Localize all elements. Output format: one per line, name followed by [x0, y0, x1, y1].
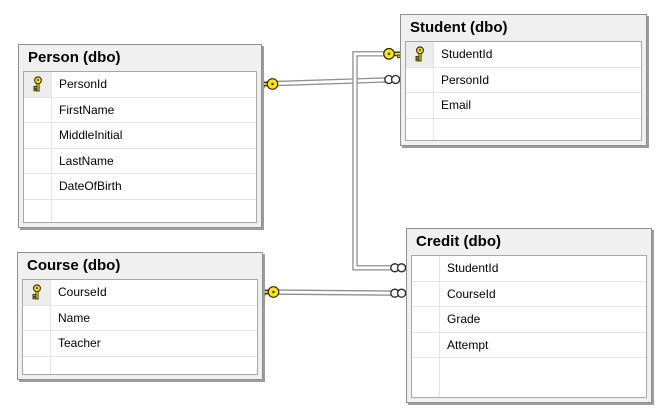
row-selector-cell: [412, 256, 439, 281]
table-row[interactable]: PersonId: [406, 68, 641, 93]
icon-column-divider: [439, 256, 440, 397]
table-title[interactable]: Person (dbo): [28, 49, 121, 66]
pk-cell: [24, 72, 51, 97]
row-selector-cell: [23, 331, 50, 356]
table-row[interactable]: Grade: [412, 307, 646, 333]
key-icon: [255, 78, 279, 90]
pk-cell: [23, 280, 50, 305]
column-name: PersonId: [59, 77, 108, 92]
column-name: StudentId: [447, 261, 499, 276]
table-title[interactable]: Course (dbo): [27, 257, 121, 274]
table-grid: StudentId PersonId Email: [405, 41, 642, 141]
relationship-person-student[interactable]: [261, 76, 401, 87]
infinity-icon: [390, 288, 407, 298]
column-name: FirstName: [59, 102, 115, 117]
row-selector-cell: [23, 306, 50, 331]
table-row[interactable]: Teacher: [23, 331, 257, 357]
column-name: CourseId: [58, 285, 107, 300]
row-selector-cell: [412, 333, 439, 358]
table-grid: PersonId FirstName MiddleInitial LastNam…: [23, 71, 257, 223]
table-person[interactable]: Person (dbo) PersonId FirstName: [18, 44, 262, 228]
table-row[interactable]: StudentId: [412, 256, 646, 282]
primary-key-icon: [33, 76, 42, 92]
row-selector-cell: [412, 282, 439, 307]
relationship-student-credit[interactable]: [352, 51, 406, 271]
table-row[interactable]: MiddleInitial: [24, 123, 256, 149]
row-selector-cell: [406, 68, 433, 93]
icon-column-divider: [51, 72, 52, 222]
table-row[interactable]: LastName: [24, 149, 256, 174]
row-selector-cell: [406, 93, 433, 118]
table-row[interactable]: DateOfBirth: [24, 174, 256, 200]
table-row[interactable]: FirstName: [24, 98, 256, 123]
relationship-course-credit[interactable]: [262, 289, 407, 296]
table-student[interactable]: Student (dbo) StudentId PersonId: [400, 14, 647, 146]
table-title[interactable]: Student (dbo): [410, 19, 508, 36]
primary-key-icon: [32, 284, 41, 300]
table-grid: StudentId CourseId Grade Attempt: [411, 255, 647, 398]
column-name: MiddleInitial: [59, 128, 123, 143]
icon-column-divider: [433, 42, 434, 140]
column-name: Email: [441, 98, 472, 113]
infinity-icon: [384, 74, 401, 85]
table-row[interactable]: Name: [23, 306, 257, 331]
column-name: StudentId: [441, 47, 493, 62]
row-selector-cell: [24, 149, 51, 174]
row-selector-cell: [24, 98, 51, 123]
table-title[interactable]: Credit (dbo): [416, 233, 501, 250]
infinity-icon: [390, 263, 407, 273]
table-grid: CourseId Name Teacher: [22, 279, 258, 375]
table-credit[interactable]: Credit (dbo) StudentId CourseId Grade At…: [406, 228, 652, 403]
table-row[interactable]: PersonId: [24, 72, 256, 98]
column-name: Name: [58, 310, 91, 325]
column-name: Grade: [447, 312, 481, 327]
pk-cell: [406, 42, 433, 67]
icon-column-divider: [50, 280, 51, 374]
table-course[interactable]: Course (dbo) CourseId Name: [17, 252, 263, 380]
column-name: LastName: [59, 153, 114, 168]
table-row[interactable]: CourseId: [23, 280, 257, 306]
column-name: Attempt: [447, 337, 489, 352]
table-row[interactable]: Attempt: [412, 333, 646, 358]
table-row[interactable]: CourseId: [412, 282, 646, 307]
column-name: CourseId: [447, 286, 496, 301]
table-row[interactable]: Email: [406, 93, 641, 119]
table-row[interactable]: StudentId: [406, 42, 641, 68]
primary-key-icon: [415, 46, 424, 62]
row-selector-cell: [412, 307, 439, 332]
row-selector-cell: [24, 174, 51, 199]
column-name: PersonId: [441, 72, 490, 87]
row-selector-cell: [24, 123, 51, 148]
column-name: Teacher: [58, 336, 101, 351]
column-name: DateOfBirth: [59, 179, 122, 194]
